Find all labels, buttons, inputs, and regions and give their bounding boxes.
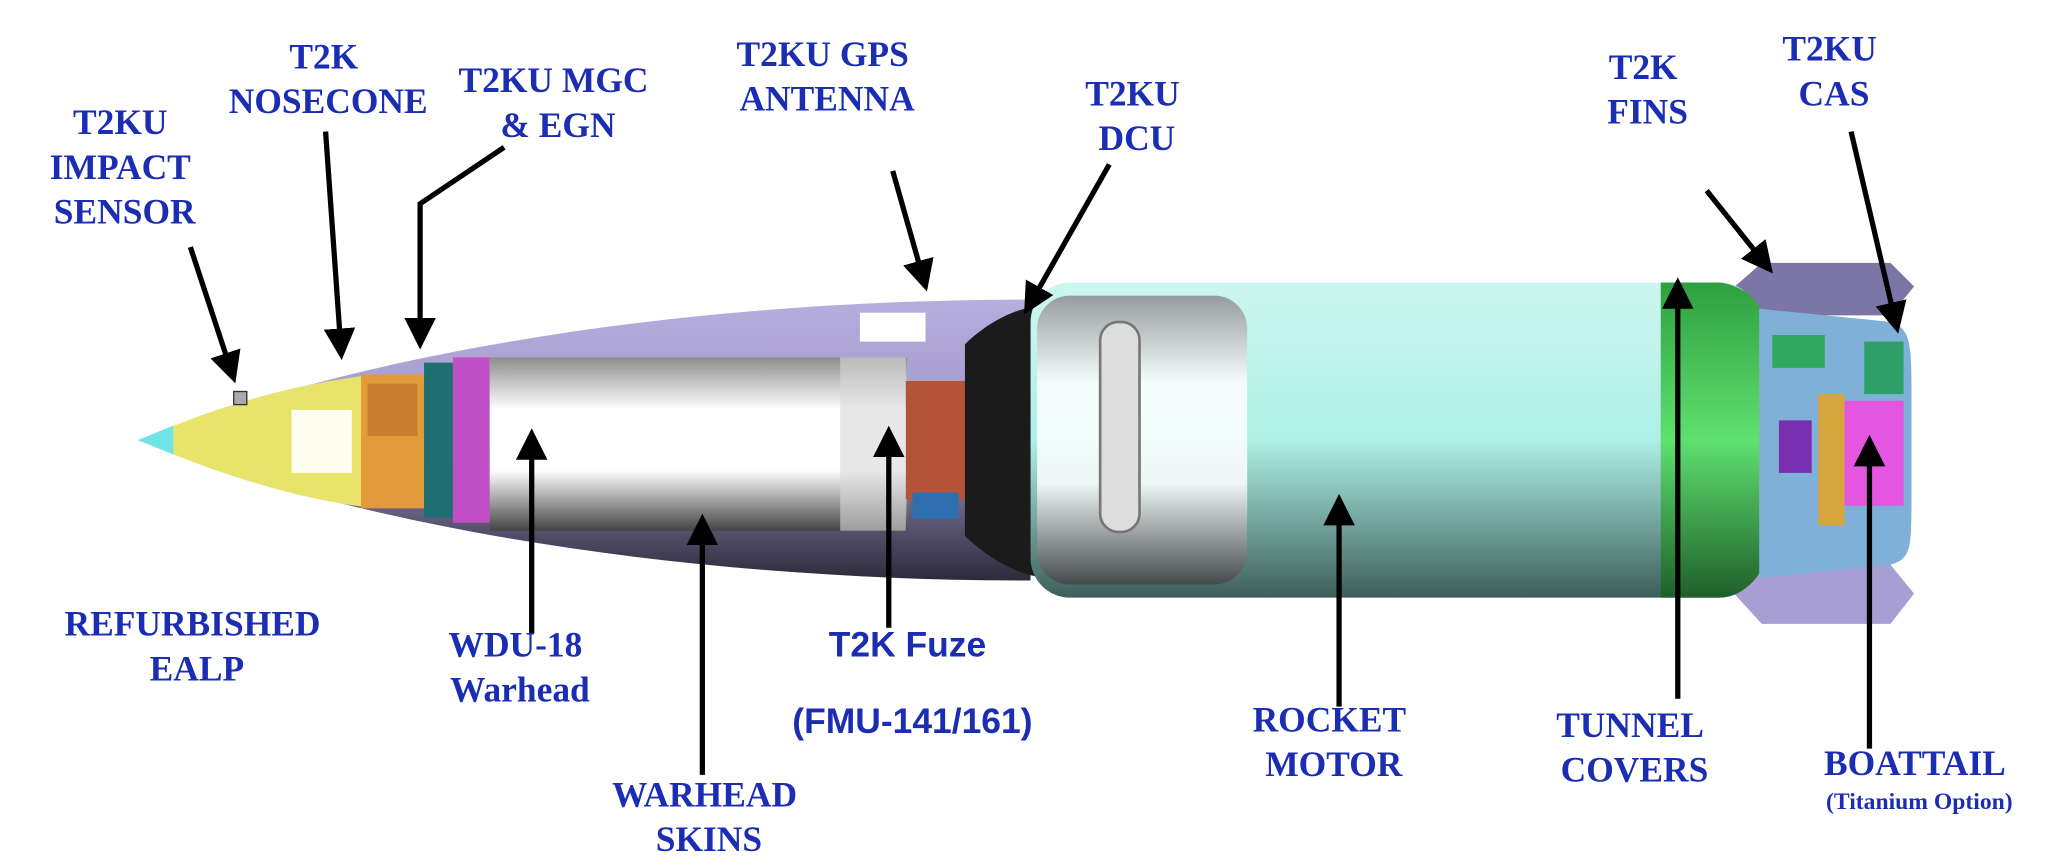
label-gps-antenna: T2KU GPS ANTENNA — [736, 34, 917, 119]
label-nosecone: T2K NOSECONE — [229, 37, 428, 122]
label-fuze: T2K Fuze (FMU-141/161) — [792, 625, 1032, 741]
leader-lines — [187, 130, 1907, 775]
fin-bottom — [1719, 564, 1915, 624]
label-tunnel-covers: TUNNEL COVERS — [1556, 705, 1713, 790]
label-mgc-egn: T2KU MGC & EGN — [459, 60, 658, 145]
label-dcu: T2KU DCU — [1085, 73, 1188, 158]
missile-body — [137, 262, 1915, 624]
label-warhead-skins: WARHEAD SKINS — [612, 774, 806, 859]
label-impact-sensor: T2KU IMPACT SENSOR — [50, 102, 200, 231]
bulkhead — [964, 304, 1051, 578]
label-rocket-motor: ROCKET MOTOR — [1253, 700, 1415, 785]
label-ealp: REFURBISHED EALP — [64, 604, 329, 689]
warhead — [489, 357, 908, 531]
boattail — [1844, 400, 1904, 506]
label-cas: T2KU CAS — [1782, 29, 1885, 114]
fin-top — [1719, 262, 1915, 316]
nosecone — [137, 375, 365, 508]
impact-sensor-marker — [233, 390, 248, 406]
label-warhead: WDU-18 Warhead — [449, 625, 592, 710]
impact-sensor-tip — [137, 425, 174, 455]
label-boattail: BOATTAIL (Titanium Option) — [1824, 743, 2015, 815]
label-fins: T2K FINS — [1607, 47, 1688, 132]
motor-dome — [1660, 282, 1779, 598]
fuze — [905, 380, 965, 500]
